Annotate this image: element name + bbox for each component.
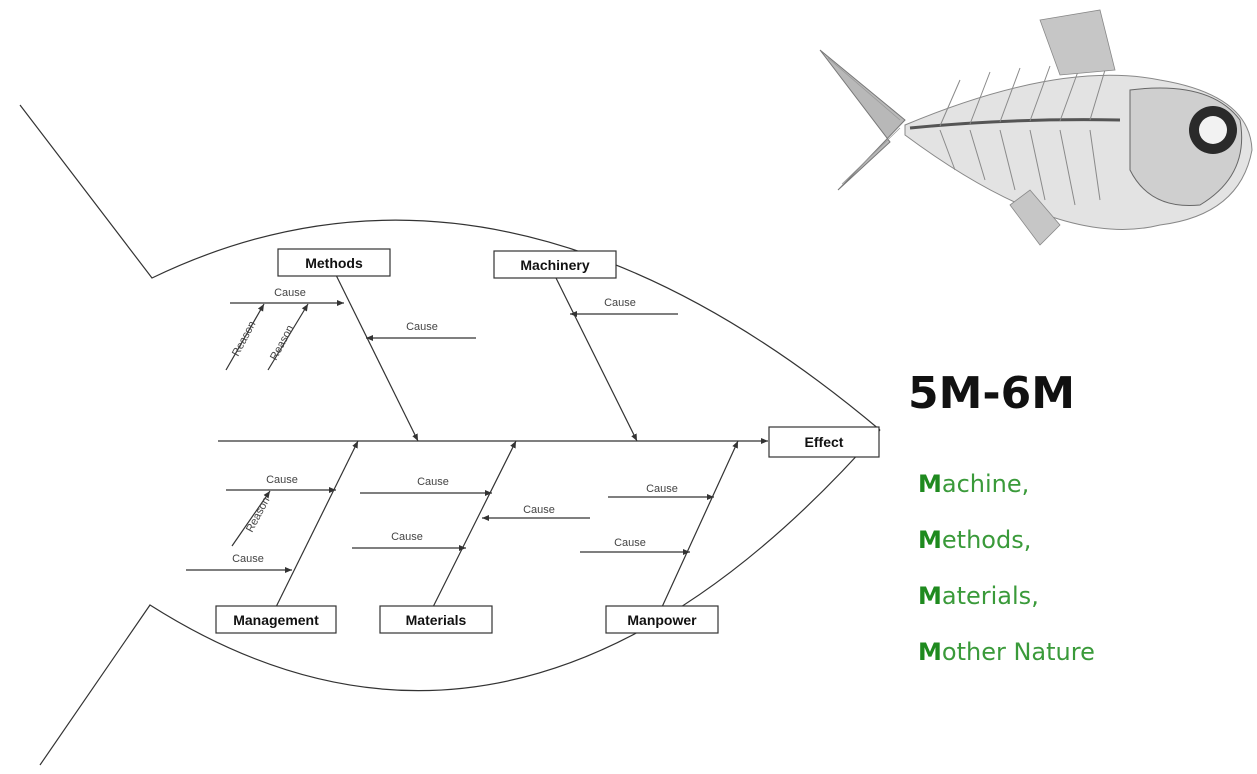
item-initial: M	[918, 638, 942, 666]
item-rest: achine,	[941, 470, 1030, 498]
bone-materials	[432, 440, 517, 608]
cause-label: Cause	[614, 537, 646, 549]
cause-label: Cause	[646, 483, 678, 495]
sidebar-item-machine: Machine,	[918, 470, 1095, 526]
category-methods-label: Methods	[305, 255, 363, 271]
item-initial: M	[918, 526, 942, 554]
sidebar-item-methods: Methods,	[918, 526, 1095, 582]
cause-label: Cause	[604, 297, 636, 309]
item-rest: ethods,	[941, 526, 1032, 554]
category-materials: Materials	[379, 605, 493, 634]
cause-label: Cause	[406, 321, 438, 333]
sidebar-item-materials: Materials,	[918, 582, 1095, 638]
effect-label: Effect	[805, 434, 844, 450]
fish-skeleton-illustration	[819, 9, 1253, 246]
category-manpower-label: Manpower	[627, 612, 697, 628]
item-initial: M	[918, 582, 942, 610]
cause-label: Cause	[391, 531, 423, 543]
bone-manpower	[661, 440, 739, 608]
sidebar-item-mother-nature: Mother Nature	[918, 638, 1095, 694]
category-materials-label: Materials	[406, 612, 467, 628]
category-manpower: Manpower	[605, 605, 719, 634]
bone-machinery	[555, 277, 638, 442]
fish-outline	[19, 104, 881, 766]
reason-label: Reason	[268, 323, 296, 362]
cause-label: Cause	[232, 553, 264, 565]
reason-arrow	[231, 490, 271, 547]
category-machinery-label: Machinery	[520, 257, 589, 273]
sidebar-title: 5M-6M	[908, 368, 1076, 419]
reason-arrow	[225, 303, 265, 371]
bone-methods	[335, 274, 419, 442]
item-initial: M	[918, 470, 942, 498]
sidebar-list: Machine, Methods, Materials, Mother Natu…	[918, 470, 1095, 694]
reason-label: Reason	[230, 319, 258, 358]
reason-label: Reason	[244, 495, 272, 534]
category-machinery: Machinery	[493, 250, 617, 279]
cause-label: Cause	[266, 474, 298, 486]
category-methods: Methods	[277, 248, 391, 277]
bone-management	[275, 440, 359, 608]
item-rest: aterials,	[941, 582, 1039, 610]
effect-box: Effect	[768, 426, 880, 458]
cause-label: Cause	[523, 504, 555, 516]
item-rest: other Nature	[941, 638, 1095, 666]
reason-arrow	[267, 303, 309, 371]
category-management-label: Management	[233, 612, 319, 628]
category-management: Management	[215, 605, 337, 634]
cause-label: Cause	[417, 476, 449, 488]
cause-label: Cause	[274, 287, 306, 299]
